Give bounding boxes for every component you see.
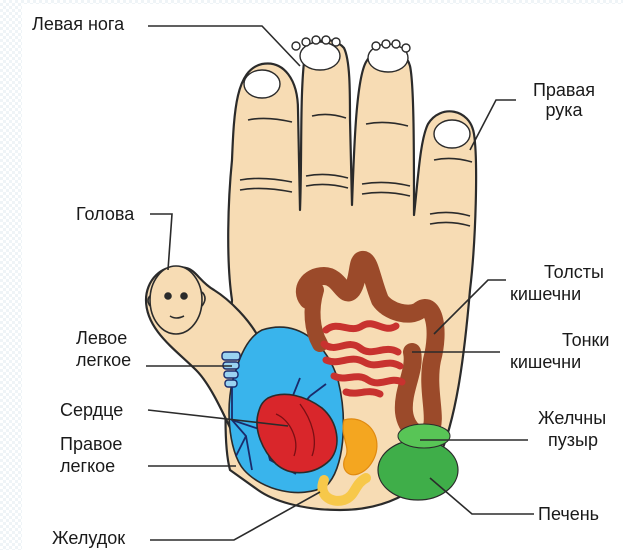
label-right-lung-line2: легкое <box>60 456 115 476</box>
label-small-intestine-line2: кишечни <box>510 352 581 372</box>
label-right-hand-line2: рука <box>530 100 598 120</box>
large-intestine-left <box>313 290 320 344</box>
label-small-intestine-line1: Тонки <box>562 330 609 350</box>
label-liver: Печень <box>538 504 599 524</box>
label-left-lung-line1: Левое <box>76 328 127 348</box>
label-large-intestine-line1: Толсты <box>544 262 604 282</box>
trachea <box>222 352 240 387</box>
label-head: Голова <box>76 204 134 224</box>
label-gallbladder-line2: пузыр <box>548 430 598 450</box>
label-right-hand-line1: Правая <box>530 80 598 100</box>
label-left-foot: Левая нога <box>32 14 124 34</box>
label-right-lung-line1: Правое <box>60 434 122 454</box>
label-gallbladder-line1: Желчны <box>538 408 606 428</box>
head-outline <box>150 266 202 334</box>
label-left-lung-line2: легкое <box>76 350 131 370</box>
label-large-intestine-line2: кишечни <box>510 284 581 304</box>
label-stomach: Желудок <box>52 528 125 548</box>
label-heart: Сердце <box>60 400 123 420</box>
gallbladder-shape <box>398 424 450 448</box>
